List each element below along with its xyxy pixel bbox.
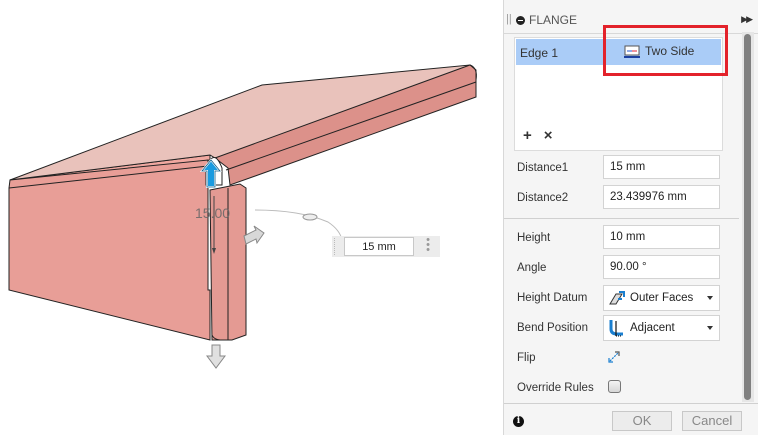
- flange-height-up-arrow[interactable]: [199, 158, 223, 188]
- override-rules-label: Override Rules: [517, 382, 594, 394]
- more-options-icon[interactable]: •••: [426, 234, 430, 256]
- direction-right-arrow[interactable]: [243, 225, 265, 245]
- angle-input[interactable]: 90.00 °: [603, 255, 720, 279]
- override-rules-row: Override Rules: [504, 375, 739, 401]
- distance1-label: Distance1: [517, 162, 569, 174]
- flange-type-label: Two Side: [645, 44, 695, 58]
- distance2-input[interactable]: 23.439976 mm: [603, 185, 720, 209]
- direction-down-arrow[interactable]: [206, 344, 226, 369]
- info-icon[interactable]: i: [513, 416, 524, 427]
- bend-position-row: Bend Position Adjacent: [504, 315, 739, 341]
- distance2-label: Distance2: [517, 192, 569, 204]
- inline-distance-editor: •••: [332, 234, 440, 257]
- edge-selection-list[interactable]: Edge 1 Two Side + ×: [514, 37, 723, 151]
- angle-row: Angle 90.00 °: [504, 255, 739, 281]
- panel-scrollbar[interactable]: [742, 32, 754, 402]
- height-datum-value: Outer Faces: [630, 292, 694, 304]
- scrollbar-thumb[interactable]: [744, 34, 751, 400]
- remove-icon[interactable]: ×: [543, 127, 553, 144]
- selection-row-edge-1[interactable]: Edge 1 Two Side: [516, 39, 721, 65]
- flip-label: Flip: [517, 352, 536, 364]
- chevron-down-icon: [707, 326, 713, 330]
- height-datum-select[interactable]: Outer Faces: [603, 285, 720, 311]
- ok-button[interactable]: OK: [612, 411, 672, 431]
- cancel-button[interactable]: Cancel: [682, 411, 742, 431]
- distance1-input[interactable]: 15 mm: [603, 155, 720, 179]
- height-datum-row: Height Datum Outer Faces: [504, 285, 739, 311]
- distance2-row: Distance2 23.439976 mm: [504, 185, 739, 211]
- dimension-label: 15.00: [195, 205, 231, 221]
- bend-position-label: Bend Position: [517, 322, 588, 334]
- height-row: Height 10 mm: [504, 225, 739, 251]
- 3d-viewport[interactable]: 15.00 •••: [0, 0, 503, 435]
- bend-position-select[interactable]: Adjacent: [603, 315, 720, 341]
- dialog-footer: i OK Cancel: [504, 403, 758, 436]
- drag-grip-icon[interactable]: [334, 238, 341, 255]
- height-datum-label: Height Datum: [517, 292, 588, 304]
- expand-icon[interactable]: ▶▶: [741, 14, 753, 24]
- flip-row: Flip: [504, 345, 739, 371]
- two-side-icon: [624, 45, 640, 58]
- flip-icon[interactable]: [607, 350, 621, 364]
- flange-type-selector[interactable]: Two Side: [624, 44, 694, 58]
- override-rules-checkbox[interactable]: [608, 380, 621, 393]
- angle-label: Angle: [517, 262, 547, 274]
- section-divider: [504, 218, 739, 219]
- distance1-row: Distance1 15 mm: [504, 155, 739, 181]
- dialog-header: || FLANGE ▶▶: [504, 7, 758, 34]
- height-input[interactable]: 10 mm: [603, 225, 720, 249]
- chevron-down-icon: [707, 296, 713, 300]
- bend-position-value: Adjacent: [630, 322, 675, 334]
- adjacent-bend-icon: [609, 320, 623, 337]
- height-label: Height: [517, 232, 551, 244]
- flange-dialog: || FLANGE ▶▶ Edge 1 Two Side + × Distanc…: [503, 0, 758, 435]
- highlight-annotation-box: [603, 25, 728, 76]
- sheet-metal-model[interactable]: [0, 0, 503, 435]
- add-icon[interactable]: +: [523, 127, 532, 144]
- edge-label: Edge 1: [520, 46, 559, 60]
- inline-distance-input[interactable]: [344, 237, 414, 256]
- collapse-icon[interactable]: [516, 16, 525, 25]
- outer-faces-icon: [609, 291, 625, 305]
- drag-handle-icon[interactable]: ||: [506, 13, 512, 25]
- dialog-title: FLANGE: [529, 13, 578, 27]
